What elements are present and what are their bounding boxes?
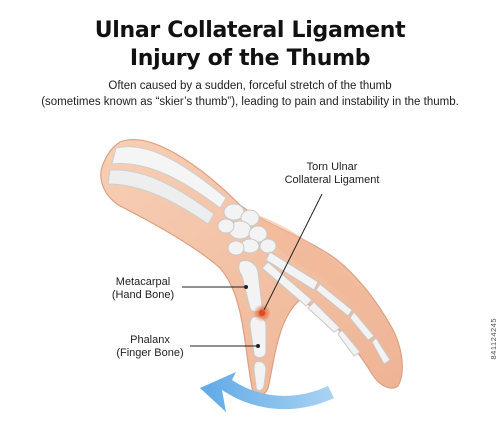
- label-phalanx: Phalanx (Finger Bone): [116, 334, 184, 359]
- injury-spot: [259, 310, 265, 316]
- torn-ligament-leader: [263, 193, 323, 311]
- subtitle-line-1: Often caused by a sudden, forceful stret…: [108, 80, 392, 92]
- carpal-bones: [217, 203, 277, 256]
- title-line-1: Ulnar Collateral Ligament: [94, 18, 406, 43]
- thumb-distal-bone: [253, 361, 267, 391]
- stock-id: 841124245: [489, 318, 498, 360]
- motion-arrow-icon: [200, 372, 334, 412]
- label-torn-ligament: Torn Ulnar Collateral Ligament: [284, 161, 380, 186]
- finger-bones: [261, 251, 391, 365]
- label-metacarpal: Metacarpal (Hand Bone): [111, 276, 175, 301]
- title-line-2: Injury of the Thumb: [129, 46, 371, 71]
- hand-shadow: [250, 212, 386, 336]
- ulna-bone: [107, 169, 215, 225]
- subtitle-line-2: (sometimes known as “skier’s thumb”), le…: [41, 96, 459, 108]
- radius-bone: [111, 146, 227, 209]
